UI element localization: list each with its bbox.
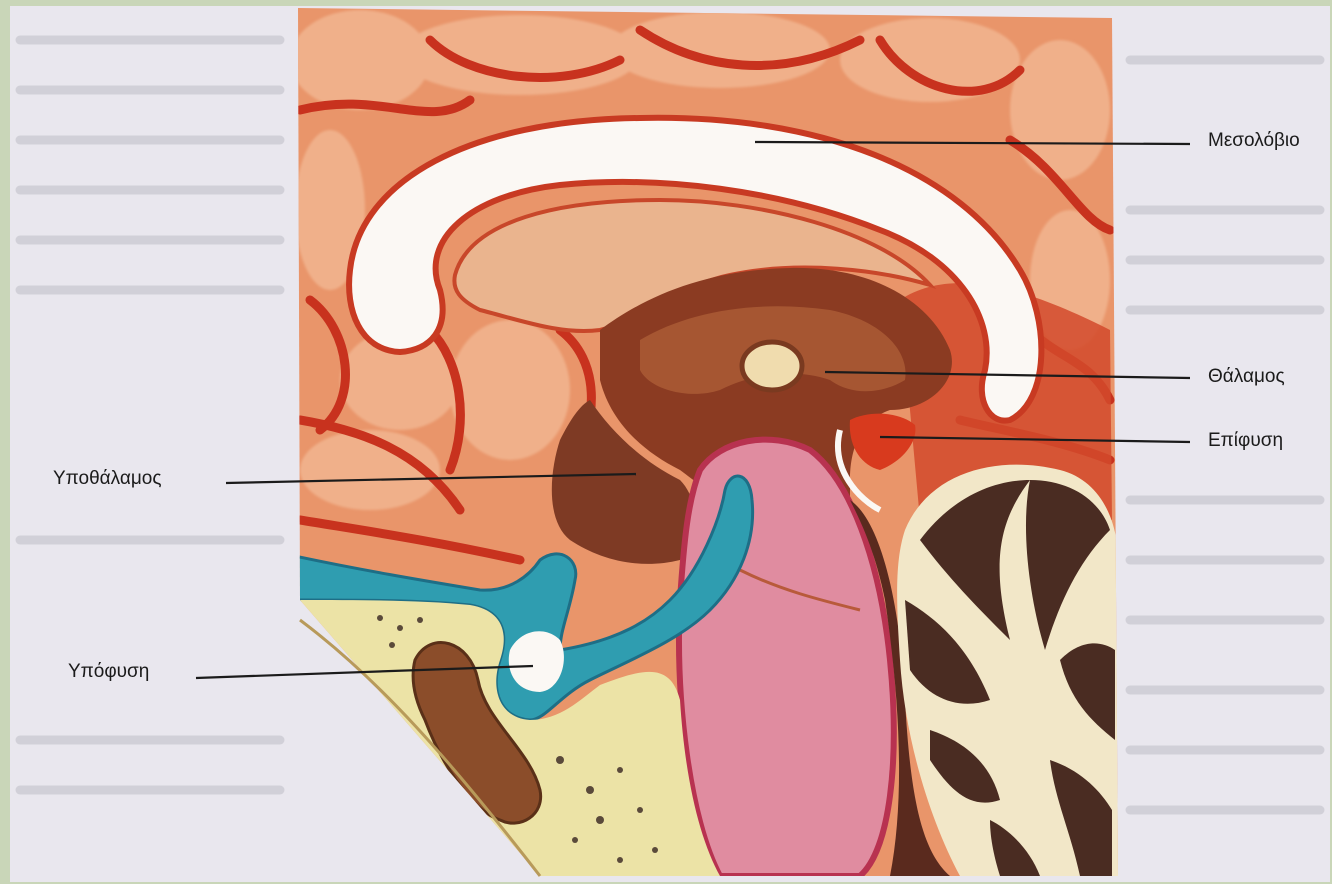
label-corpus-callosum: Μεσολόβιο [1208,130,1300,152]
label-hypothalamus: Υποθάλαμος [53,468,162,490]
interthalamic-adhesion [742,342,802,390]
label-pineal: Επίφυση [1208,430,1283,452]
label-pituitary: Υπόφυση [68,661,149,683]
label-thalamus: Θάλαμος [1208,366,1285,388]
